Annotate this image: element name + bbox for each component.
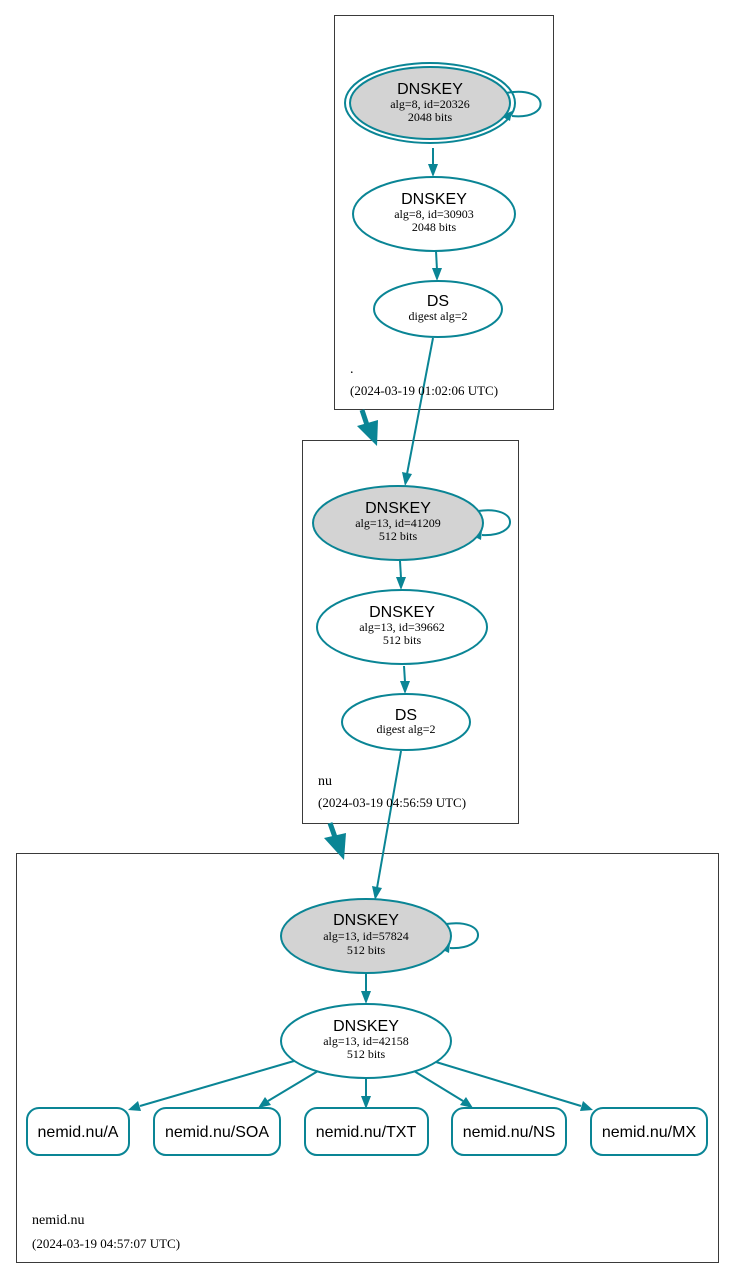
nemid-zsk-size: 512 bits	[347, 1047, 386, 1061]
nu-zone-timestamp: (2024-03-19 04:56:59 UTC)	[318, 795, 466, 810]
nu-ksk-title: DNSKEY	[365, 500, 431, 517]
rrset-a-label: nemid.nu/A	[38, 1124, 119, 1141]
edge-nemid-zsk-to-soa	[258, 1070, 319, 1108]
nu-ds-title: DS	[395, 707, 417, 724]
edge-nemid-zsk-to-ns	[413, 1070, 473, 1108]
root-zsk-title: DNSKEY	[401, 191, 467, 208]
nemid-zsk-title: DNSKEY	[333, 1018, 399, 1035]
nu-ds-node[interactable]: DS digest alg=2	[341, 693, 471, 751]
nemid-dnskey-zsk-node[interactable]: DNSKEY alg=13, id=42158 512 bits	[280, 1003, 452, 1079]
root-dnskey-ksk-node[interactable]: DNSKEY alg=8, id=20326 2048 bits	[344, 62, 516, 144]
nu-ds-digest: digest alg=2	[376, 722, 435, 736]
root-zsk-size: 2048 bits	[412, 220, 457, 234]
nemid-ksk-title: DNSKEY	[333, 912, 399, 929]
rrset-txt-node[interactable]: nemid.nu/TXT	[304, 1107, 429, 1156]
edge-nemid-zsk-to-a	[128, 1060, 295, 1111]
edge-nu-zsk-to-ds	[400, 665, 410, 694]
nemid-zsk-params: alg=13, id=42158	[323, 1034, 409, 1048]
rrset-ns-node[interactable]: nemid.nu/NS	[451, 1107, 567, 1156]
nu-zsk-size: 512 bits	[383, 633, 422, 647]
delegation-arrow-nu-to-nemid	[324, 822, 346, 860]
nu-ksk-params: alg=13, id=41209	[355, 516, 441, 530]
nemid-ksk-size: 512 bits	[347, 943, 386, 957]
edge-nu-ds-to-nemid-ksk	[372, 750, 402, 900]
nu-dnskey-ksk-node[interactable]: DNSKEY alg=13, id=41209 512 bits	[312, 485, 484, 561]
nemid-zone-name: nemid.nu	[32, 1213, 85, 1228]
rrset-a-node[interactable]: nemid.nu/A	[26, 1107, 130, 1156]
edge-root-ksk-to-zsk	[428, 148, 438, 177]
edge-nemid-ksk-to-zsk	[361, 974, 371, 1004]
rrset-mx-label: nemid.nu/MX	[602, 1124, 697, 1141]
rrset-txt-label: nemid.nu/TXT	[316, 1124, 417, 1141]
root-ksk-params: alg=8, id=20326	[390, 97, 470, 111]
nu-dnskey-zsk-node[interactable]: DNSKEY alg=13, id=39662 512 bits	[316, 589, 488, 665]
root-ksk-size: 2048 bits	[408, 110, 453, 124]
nemid-zone-timestamp: (2024-03-19 04:57:07 UTC)	[32, 1236, 180, 1251]
rrset-soa-label: nemid.nu/SOA	[165, 1124, 269, 1141]
root-ds-node[interactable]: DS digest alg=2	[373, 280, 503, 338]
rrset-mx-node[interactable]: nemid.nu/MX	[590, 1107, 708, 1156]
edge-root-zsk-to-ds	[432, 250, 442, 281]
delegation-arrow-root-to-nu	[357, 409, 378, 446]
nu-ksk-size: 512 bits	[379, 529, 418, 543]
edge-nemid-zsk-to-mx	[435, 1061, 593, 1111]
nemid-dnskey-ksk-node[interactable]: DNSKEY alg=13, id=57824 512 bits	[280, 898, 452, 974]
edge-nemid-zsk-to-txt	[361, 1078, 371, 1109]
nu-zone-name: nu	[318, 774, 332, 789]
edge-nu-ksk-to-zsk	[396, 560, 406, 590]
nu-zsk-title: DNSKEY	[369, 604, 435, 621]
root-zsk-params: alg=8, id=30903	[394, 207, 474, 221]
root-ksk-title: DNSKEY	[397, 81, 463, 98]
root-ds-title: DS	[427, 293, 449, 310]
root-dnskey-zsk-node[interactable]: DNSKEY alg=8, id=30903 2048 bits	[352, 176, 516, 252]
nemid-ksk-params: alg=13, id=57824	[323, 929, 409, 943]
edge-root-ds-to-nu-ksk	[402, 337, 434, 486]
rrset-soa-node[interactable]: nemid.nu/SOA	[153, 1107, 281, 1156]
rrset-ns-label: nemid.nu/NS	[463, 1124, 556, 1141]
root-zone-timestamp: (2024-03-19 01:02:06 UTC)	[350, 383, 498, 398]
nu-zsk-params: alg=13, id=39662	[359, 620, 445, 634]
root-ds-digest: digest alg=2	[408, 309, 467, 323]
root-zone-name: .	[350, 362, 354, 377]
